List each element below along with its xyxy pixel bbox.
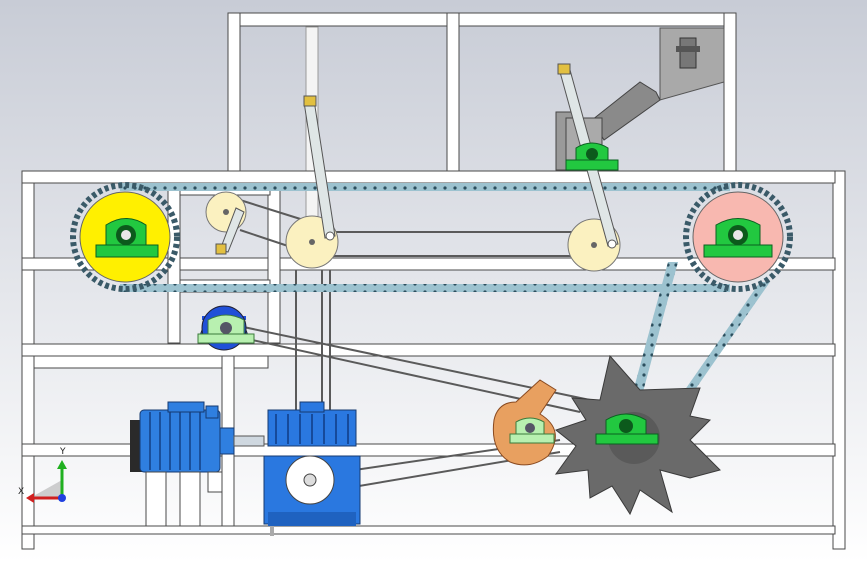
upper-bearing-block[interactable] [565,142,619,171]
electric-motor[interactable] [130,401,265,473]
right-bearing-block[interactable] [703,218,773,258]
left-bearing-block[interactable] [95,218,159,258]
cam-bearing-block[interactable] [509,417,555,444]
vertical-belts [295,270,331,420]
z-axis-arrow [58,494,66,502]
coordinate-triad: X Y [18,447,67,503]
drum-bearing-block[interactable] [197,314,255,344]
triad-y-label: Y [59,447,66,457]
motor-legs [145,471,223,527]
rod-pins [215,63,617,255]
gearbox[interactable] [263,401,361,536]
upper-frame[interactable] [227,12,737,172]
star-bearing-block[interactable] [595,413,659,445]
triad-x-label: X [18,487,24,497]
upper-chain[interactable] [120,183,730,292]
